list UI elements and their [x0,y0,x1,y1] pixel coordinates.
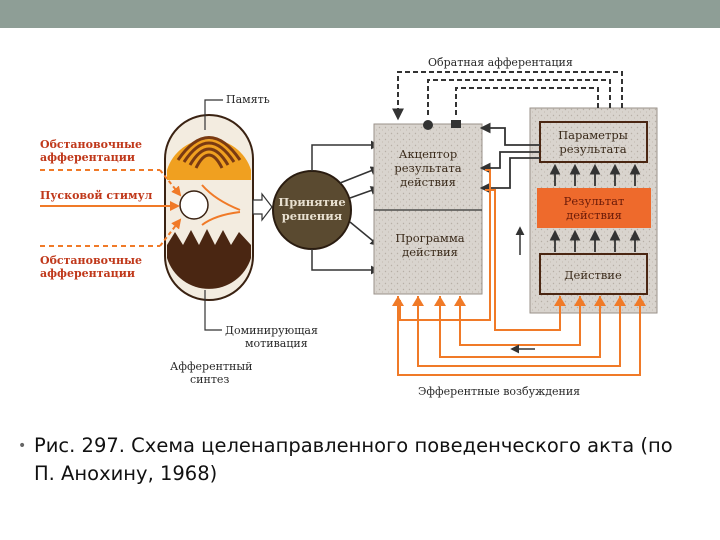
parameters-box [539,121,648,163]
acceptor-line3: действия [400,175,456,189]
feedback-arrows [479,122,540,194]
action-box [539,253,648,295]
parameters-line2: результата [559,142,626,156]
top-bar [0,0,720,28]
synthesis-to-decision-arrow [252,192,273,222]
memory-pointer [204,99,223,130]
efferent-arrowheads [392,296,646,306]
situational-afferentation-bottom-line2: афферентации [40,267,135,280]
decision-line1: Принятие [278,195,345,209]
result-line2: действия [566,208,622,222]
situational-afferentation-bottom-line1: Обстановочные [40,254,142,267]
result-arrows [549,163,641,252]
anokhin-functional-system-diagram: Память Обстановочные афферентации Пусков… [40,56,658,398]
reverse-afferentation-lines [392,71,623,121]
acceptor-line1: Акцептор [399,147,457,161]
result-line1: Результат [564,194,625,208]
situational-afferentation-top-line1: Обстановочные [40,138,142,151]
efferent-excitation-lines [397,169,641,376]
acceptor-line2: результата [394,161,461,175]
parameters-line1: Параметры [558,128,628,142]
situational-afferentation-top-line2: афферентации [40,151,135,164]
trigger-stimulus-label: Пусковой стимул [40,189,153,202]
program-line2: действия [402,245,458,259]
figure-caption: • Рис. 297. Схема целенаправленного пове… [18,432,684,488]
memory-label: Память [226,93,270,106]
bullet-icon: • [18,438,27,454]
feedback-label: Обратная афферентация [428,56,573,69]
decision-line2: решения [282,209,343,223]
action-label: Действие [564,268,622,282]
acceptor-program-box [373,123,483,295]
dominant-motivation-line1: Доминирующая [225,324,318,337]
result-box [537,188,651,228]
efferent-label: Эфферентные возбуждения [418,385,580,398]
dominant-motivation-line2: мотивация [245,337,308,350]
program-line1: Программа [395,231,464,245]
afferent-synthesis-capsule [164,114,254,301]
afferent-synthesis-line2: синтез [190,373,229,386]
caption-text: Рис. 297. Схема целенаправленного поведе… [34,434,673,485]
afferent-synthesis-line1: Афферентный [170,360,252,373]
motivation-pointer [204,290,222,331]
